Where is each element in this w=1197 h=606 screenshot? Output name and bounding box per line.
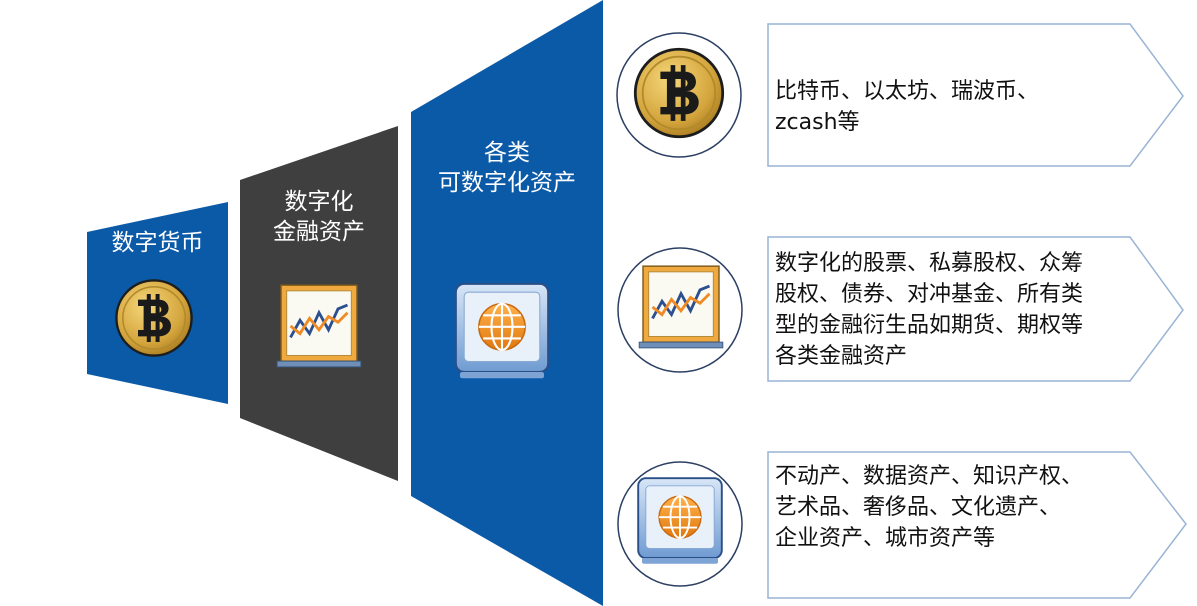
item-1-line-2: zcash等 [775,110,860,135]
line-chart-board-icon [275,283,363,369]
item-2-text: 数字化的股票、私募股权、众筹 股权、债券、对冲基金、所有类 型的金融衍生品如期货… [775,248,1083,372]
item-2-line-1: 数字化的股票、私募股权、众筹 [775,251,1084,276]
bitcoin-icon [633,47,725,139]
item-3-line-1: 不动产、数据资产、知识产权、 [775,464,1084,489]
stage1-label-line-1: 数字货币 [111,230,204,256]
globe-tile-icon [637,477,723,565]
bitcoin-icon [115,279,193,357]
stage2-label-line-2: 金融资产 [273,219,365,245]
item-3-line-2: 艺术品、奢侈品、文化遗产、 [775,495,1062,520]
item-2-line-4: 各类金融资产 [775,344,908,369]
item-box-2 [767,236,1184,382]
line-chart-board-icon [637,264,725,350]
item-box-1 [767,23,1184,167]
item-1-text: 比特币、以太坊、瑞波币、 zcash等 [775,76,1039,138]
stage3-label: 各类 可数字化资产 [411,138,603,198]
item-box-3 [767,451,1187,599]
item-1-line-1: 比特币、以太坊、瑞波币、 [775,79,1040,104]
item-2-line-2: 股权、债券、对冲基金、所有类 [775,282,1084,307]
item-2-line-3: 型的金融衍生品如期货、期权等 [775,313,1084,338]
stage2-label-line-1: 数字化 [284,189,354,215]
stage3-label-line-1: 各类 [484,140,530,166]
stage3-label-line-2: 可数字化资产 [438,170,576,196]
item-3-text: 不动产、数据资产、知识产权、 艺术品、奢侈品、文化遗产、 企业资产、城市资产等 [775,461,1083,554]
stage1-label: 数字货币 [87,228,228,258]
stage2-label: 数字化 金融资产 [240,187,398,247]
item-3-line-3: 企业资产、城市资产等 [775,526,996,551]
globe-tile-icon [454,282,550,380]
